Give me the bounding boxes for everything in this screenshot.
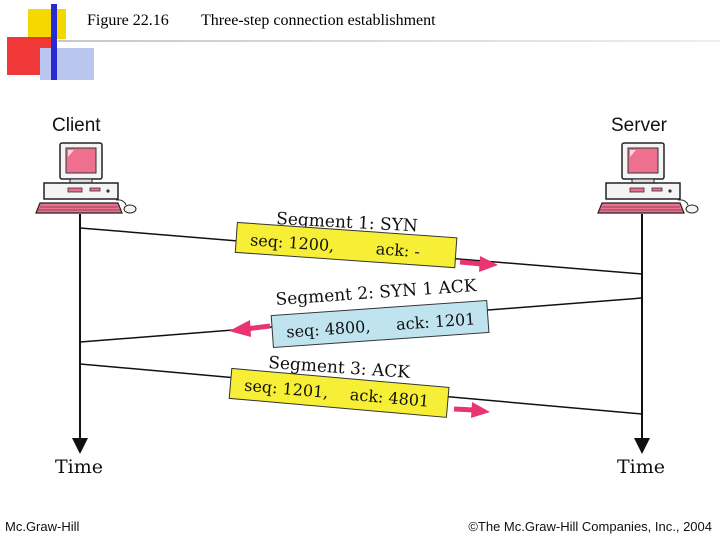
segment-3-arrow bbox=[453, 402, 490, 418]
decor-blue-block bbox=[40, 48, 94, 80]
server-label: Server bbox=[611, 115, 667, 136]
server-computer-icon bbox=[597, 142, 699, 214]
segment-2-box: seq: 4800, ack: 1201 bbox=[270, 299, 490, 349]
segment-1-ack: ack: - bbox=[375, 239, 420, 261]
decor-yellow-block bbox=[28, 9, 66, 39]
segment-1-arrow bbox=[459, 256, 498, 272]
segment-3-box-bg bbox=[228, 367, 450, 418]
footer-right: ©The Mc.Graw-Hill Companies, Inc., 2004 bbox=[468, 519, 712, 534]
server-time-label: Time bbox=[617, 456, 665, 478]
page-title: Figure 22.16 Three-step connection estab… bbox=[87, 12, 436, 30]
segment-1-box: seq: 1200, ack: - bbox=[234, 221, 458, 269]
decor-vertical-bar bbox=[51, 4, 57, 80]
footer-left: Mc.Graw-Hill bbox=[5, 519, 80, 534]
figure-title: Three-step connection establishment bbox=[201, 12, 436, 29]
segment-2-box-bg bbox=[270, 299, 490, 349]
segment-2-arrow bbox=[229, 320, 271, 337]
client-label: Client bbox=[52, 115, 101, 136]
figure-number: Figure 22.16 bbox=[87, 12, 169, 29]
segment-3-box: seq: 1201, ack: 4801 bbox=[228, 367, 450, 418]
header-rule bbox=[58, 40, 720, 42]
client-computer-icon bbox=[35, 142, 137, 214]
client-time-label: Time bbox=[55, 456, 103, 478]
segment-1-box-bg bbox=[234, 221, 458, 269]
